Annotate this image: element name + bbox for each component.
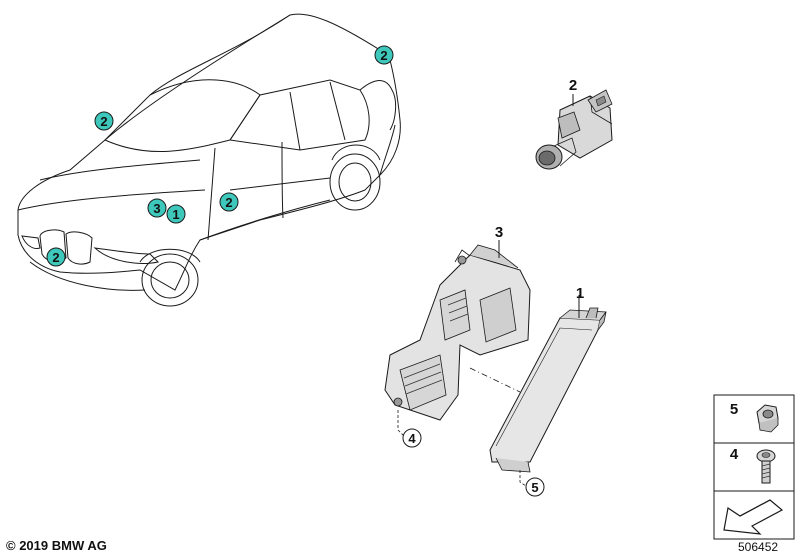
callout-roof-rear: 2 [374,45,394,65]
callout-roof-front-label: 2 [100,114,107,129]
callout-hood-1-label: 1 [172,207,179,222]
copyright-notice: © 2019 BMW AG [6,538,107,553]
module-illustration [489,307,607,473]
document-number: 506452 [738,540,779,554]
callout-mirror-label: 2 [225,195,232,210]
callout-front-bumper-label: 2 [52,250,59,265]
nut-ref-leader [519,470,527,487]
screw-icon [756,449,776,484]
callout-mirror: 2 [219,192,239,212]
callout-hood-1: 1 [166,204,186,224]
bracket-illustration [384,244,531,421]
callout-front-bumper: 2 [46,247,66,267]
legend-screw-number: 4 [730,446,739,463]
sensor-illustration [535,89,613,170]
bracket-part-number: 3 [495,224,503,241]
nut-ref-callout: 5 [525,477,545,497]
callout-hood-3-label: 3 [153,201,160,216]
legend-nut-number: 5 [730,401,738,418]
module-part-number: 1 [576,285,584,302]
screw-ref-label: 4 [408,431,416,446]
nut-ref-label: 5 [531,480,538,495]
callout-roof-front: 2 [94,111,114,131]
callout-hood-3: 3 [147,198,167,218]
screw-ref-leader [397,410,405,437]
legend-panel: 5 4 [713,394,795,540]
sensor-part-number: 2 [569,77,577,94]
arrow-symbol-icon [723,499,784,535]
nut-icon [756,404,779,433]
vehicle-outline [17,13,401,307]
callout-roof-rear-label: 2 [380,48,387,63]
alignment-centerline [469,367,521,393]
screw-ref-callout: 4 [402,428,422,448]
